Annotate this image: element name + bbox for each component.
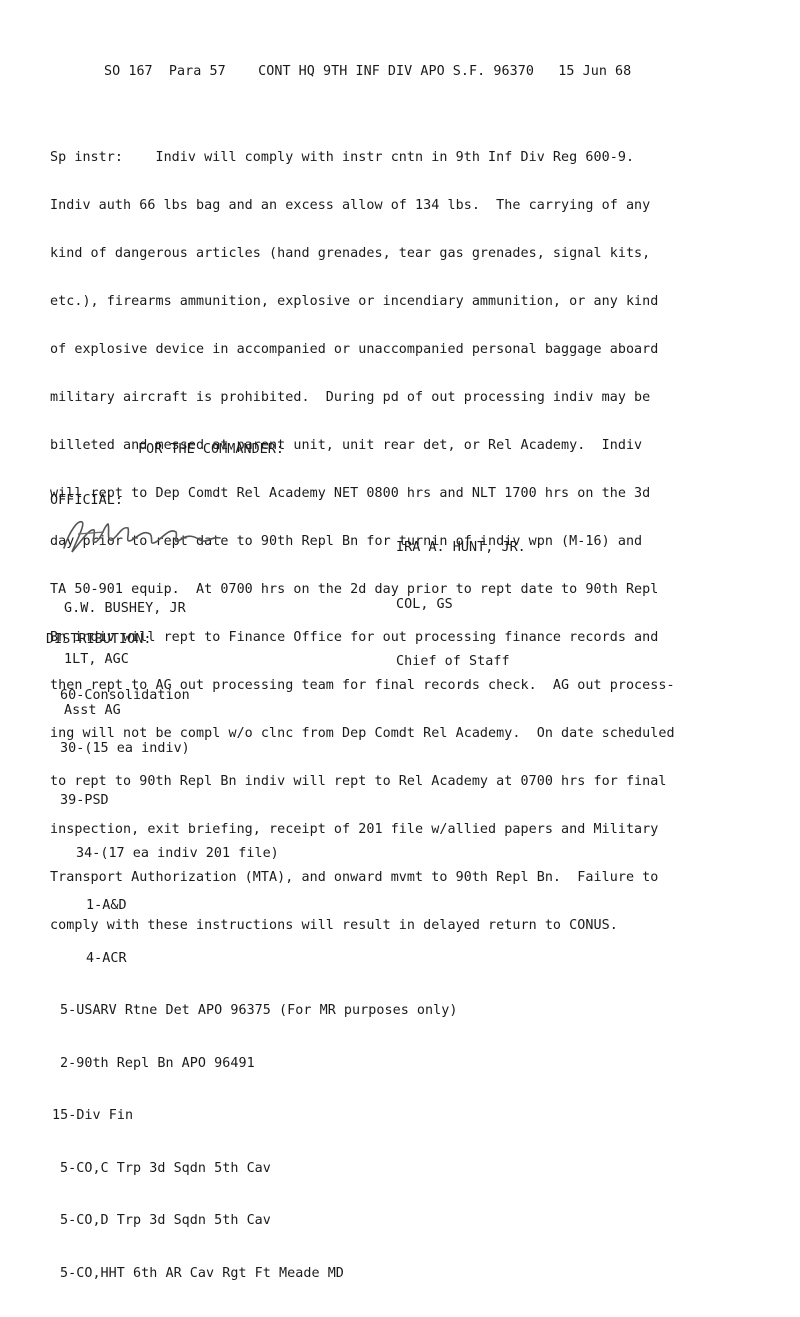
body-line: then rept to AG out processing team for … — [50, 678, 675, 693]
body-line: will rept to Dep Comdt Rel Academy NET 0… — [50, 486, 651, 501]
body-line: military aircraft is prohibited. During … — [50, 390, 651, 405]
body-line: ing will not be compl w/o clnc from Dep … — [50, 726, 675, 741]
body-line: billeted and messed at parent unit, unit… — [50, 438, 643, 453]
handwritten-signature — [63, 521, 221, 553]
distribution-item: 5-CO,C Trp 3d Sqdn 5th Cav — [60, 1160, 271, 1176]
distribution-item: 1-A&D — [86, 898, 127, 913]
distribution-item: 5-USARV Rtne Det APO 96375 (For MR purpo… — [60, 1003, 458, 1018]
body-line: comply with these instructions will resu… — [50, 918, 618, 933]
signatory-rank: 1LT, AGC — [64, 652, 129, 667]
distribution-item: 4-ACR — [86, 950, 127, 966]
body-line: Transport Authorization (MTA), and onwar… — [50, 870, 659, 885]
official-label: OFFICIAL: — [50, 493, 124, 508]
signatory-rank: COL, GS — [396, 597, 453, 612]
for-the-commander: FOR THE COMMANDER: — [138, 442, 285, 457]
distribution-item: 5-CO,D Trp 3d Sqdn 5th Cav — [60, 1213, 271, 1228]
body-line: to rept to 90th Repl Bn indiv will rept … — [50, 774, 667, 789]
body-line: TA 50-901 equip. At 0700 hrs on the 2d d… — [50, 582, 659, 597]
body-line: Sp instr: Indiv will comply with instr c… — [50, 150, 635, 165]
signatory-name: IRA A. HUNT, JR. — [396, 540, 526, 555]
distribution-item: 39-PSD — [60, 793, 109, 808]
asst-ag-block: G.W. BUSHEY, JR 1LT, AGC Asst AG — [64, 566, 186, 753]
document-page: SO 167 Para 57 CONT HQ 9TH INF DIV APO S… — [46, 64, 675, 1281]
body-line: of explosive device in accompanied or un… — [50, 342, 659, 357]
distribution-item: 2-90th Repl Bn APO 96491 — [60, 1055, 255, 1071]
signatory-title: Asst AG — [64, 703, 121, 718]
body-line: Indiv auth 66 lbs bag and an excess allo… — [50, 198, 651, 213]
signatory-title: Chief of Staff — [396, 654, 510, 669]
distribution-item: 30-(15 ea indiv) — [60, 740, 190, 756]
body-line: etc.), firearms ammunition, explosive or… — [50, 294, 659, 309]
distribution-item: 34-(17 ea indiv 201 file) — [76, 845, 279, 861]
signatory-name: G.W. BUSHEY, JR — [64, 601, 186, 616]
distribution-item: 60-Consolidation — [60, 688, 190, 703]
special-instructions: Sp instr: Indiv will comply with instr c… — [50, 118, 675, 966]
body-line: inspection, exit briefing, receipt of 20… — [50, 822, 659, 837]
distribution-item: 5-CO,HHT 6th AR Cav Rgt Ft Meade MD — [60, 1265, 344, 1281]
order-header: SO 167 Para 57 CONT HQ 9TH INF DIV APO S… — [104, 64, 632, 79]
chief-of-staff-block: IRA A. HUNT, JR. COL, GS Chief of Staff — [396, 500, 526, 709]
distribution-title: DISTRIBUTION: — [46, 632, 152, 647]
body-line: kind of dangerous articles (hand grenade… — [50, 246, 651, 261]
distribution-list: 60-Consolidation 30-(15 ea indiv) 39-PSD… — [52, 652, 458, 1317]
distribution-item: 15-Div Fin — [52, 1108, 134, 1123]
body-line: Bn indiv will rept to Finance Office for… — [50, 630, 659, 645]
